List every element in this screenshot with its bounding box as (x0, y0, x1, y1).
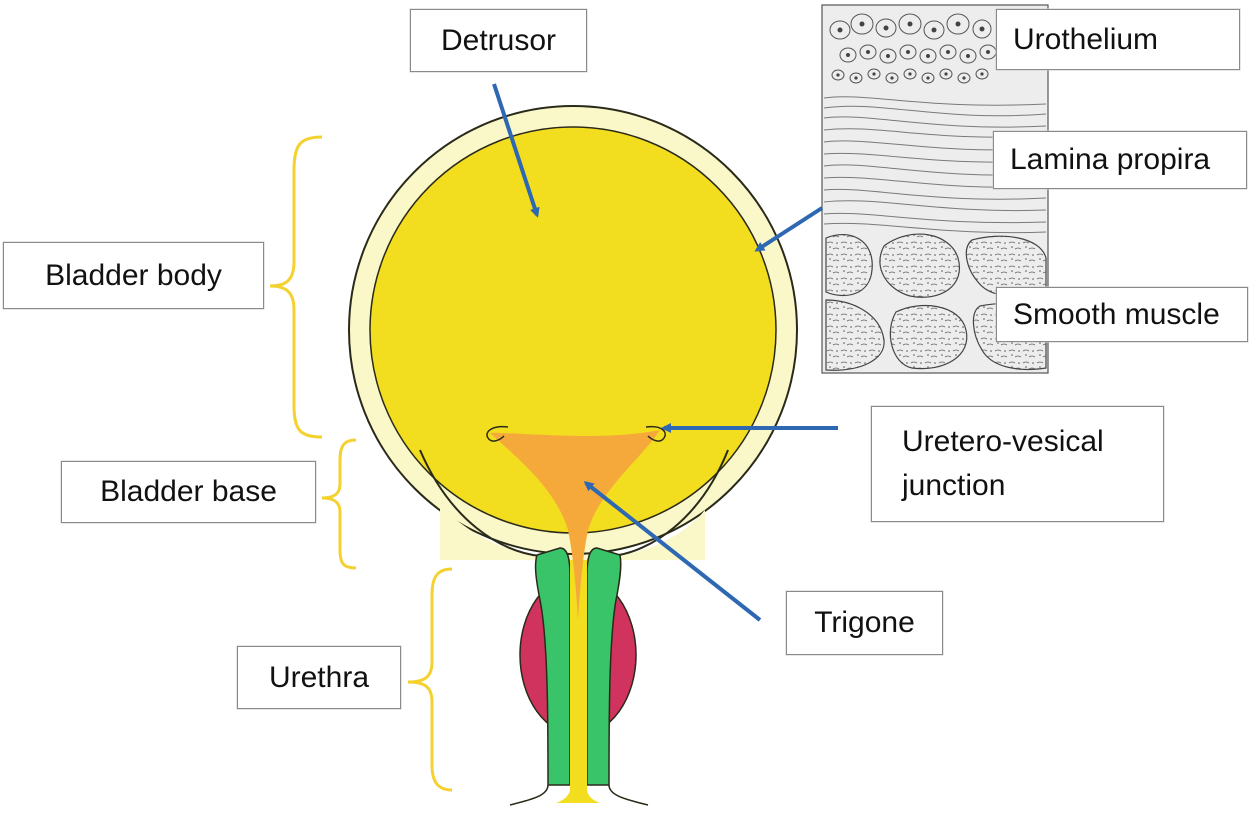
label-urothelium: Urothelium (996, 9, 1240, 70)
label-trigone: Trigone (786, 591, 943, 655)
urethra-bracket (407, 567, 453, 792)
urethra-wall-right (586, 547, 622, 786)
urothelium-cells (829, 13, 997, 84)
label-uretero-vesical-junction: Uretero-vesical junction (871, 406, 1164, 522)
label-smooth-muscle: Smooth muscle (996, 287, 1248, 342)
urothelium-nuclei (836, 21, 990, 80)
smooth-muscle-bundles (825, 233, 1047, 371)
label-urethra: Urethra (237, 646, 401, 709)
detrusor-arrow (492, 83, 540, 218)
label-bladder-base: Bladder base (61, 461, 316, 523)
bladder-neck-contour-right (611, 449, 729, 557)
urethra-wall-left (534, 547, 571, 786)
bladder-base-bracket (321, 438, 357, 570)
ureteric-orifice-right (645, 425, 666, 442)
trigone-region (490, 430, 660, 620)
urethra-meatus-right (608, 784, 649, 806)
urethra-meatus-left (509, 784, 549, 806)
ureteric-orifice-left (486, 425, 509, 442)
label-lamina-propira: Lamina propira (993, 131, 1247, 189)
label-detrusor: Detrusor (410, 9, 587, 72)
label-bladder-body: Bladder body (3, 242, 264, 309)
trigone-arrow (583, 481, 762, 622)
bladder-body-bracket (269, 135, 323, 439)
urethra-lumen (556, 560, 600, 803)
histology-arrow (754, 206, 824, 252)
label-uretero-vesical-line1: Uretero-vesical (902, 425, 1104, 458)
label-uretero-vesical-line2: junction (902, 469, 1006, 502)
bladder-neck-contour (419, 449, 541, 557)
